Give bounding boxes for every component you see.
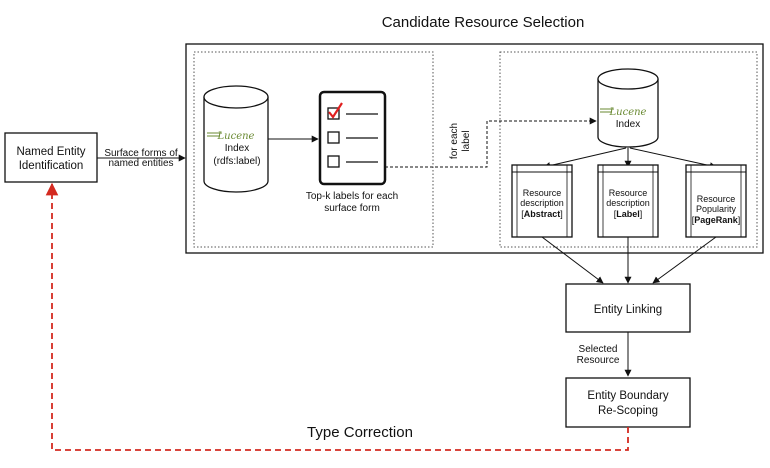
index-right-label: Index (616, 119, 640, 130)
type-correction-feedback-arrow (45, 182, 629, 451)
index-left-sublabel: (rdfs:label) (213, 156, 260, 167)
entity-linking-box: Entity Linking (565, 283, 691, 333)
resource-abstract-bold: [Abstract] (521, 209, 563, 219)
entity-linking-label: Entity Linking (594, 304, 662, 316)
boundary-label-line1: Entity Boundary (587, 390, 668, 402)
for-each-label-line1: for each (449, 123, 460, 159)
diagram-title: Candidate Resource Selection (382, 14, 585, 31)
selected-resource-line1: Selected (579, 344, 618, 355)
surface-forms-label-line2: named entities (108, 158, 173, 169)
resource-label-line1: Resource (609, 188, 648, 198)
right-dotted-panel (499, 51, 758, 248)
arrow-index-to-pagerank (629, 147, 717, 170)
ner-label-line1: Named Entity (16, 146, 85, 158)
resource-abstract-line2: description (520, 198, 564, 208)
surface-forms-label-line1: Surface forms of (104, 148, 178, 159)
lucene-logo-right: Lucene (609, 107, 647, 118)
left-dotted-panel (193, 51, 434, 248)
entity-boundary-box: Entity Boundary Re-Scoping (565, 377, 691, 428)
lucene-index-left: Lucene Index (rdfs:label) (203, 85, 269, 193)
ner-label-line2: Identification (19, 160, 84, 172)
index-left-label: Index (225, 143, 249, 154)
topk-label-line1: Top-k labels for each (306, 191, 398, 202)
resource-abstract-box: Resource description [Abstract] (511, 164, 573, 238)
arrow-index-to-abstract (543, 147, 627, 169)
arrow-topk-to-index-right (385, 117, 597, 168)
topk-label-line2: surface form (324, 203, 380, 214)
candidate-selection-container (185, 43, 764, 254)
for-each-label-line2: label (461, 130, 472, 151)
lucene-logo-left: Lucene (217, 131, 255, 142)
resource-pagerank-line1: Resource (697, 194, 736, 204)
resource-pagerank-line2: Popularity (696, 204, 737, 214)
lucene-index-right: Lucene Index (597, 68, 659, 148)
resource-pagerank-box: Resource Popularity [PageRank] (685, 164, 747, 238)
boundary-label-line2: Re-Scoping (598, 405, 658, 417)
resource-abstract-line1: Resource (523, 188, 562, 198)
resource-pagerank-bold: [PageRank] (692, 215, 741, 225)
arrow-abstract-to-linking (541, 236, 604, 284)
named-entity-identification-box: Named Entity Identification (4, 132, 98, 183)
resource-label-line2: description (606, 198, 650, 208)
type-correction-label: Type Correction (307, 424, 413, 441)
arrow-pagerank-to-linking (652, 236, 717, 284)
selected-resource-line2: Resource (577, 355, 620, 366)
resource-label-bold: [Label] (614, 209, 643, 219)
resource-label-box: Resource description [Label] (597, 164, 659, 238)
checklist-icon (318, 90, 387, 186)
check-mark-icon (328, 102, 343, 119)
